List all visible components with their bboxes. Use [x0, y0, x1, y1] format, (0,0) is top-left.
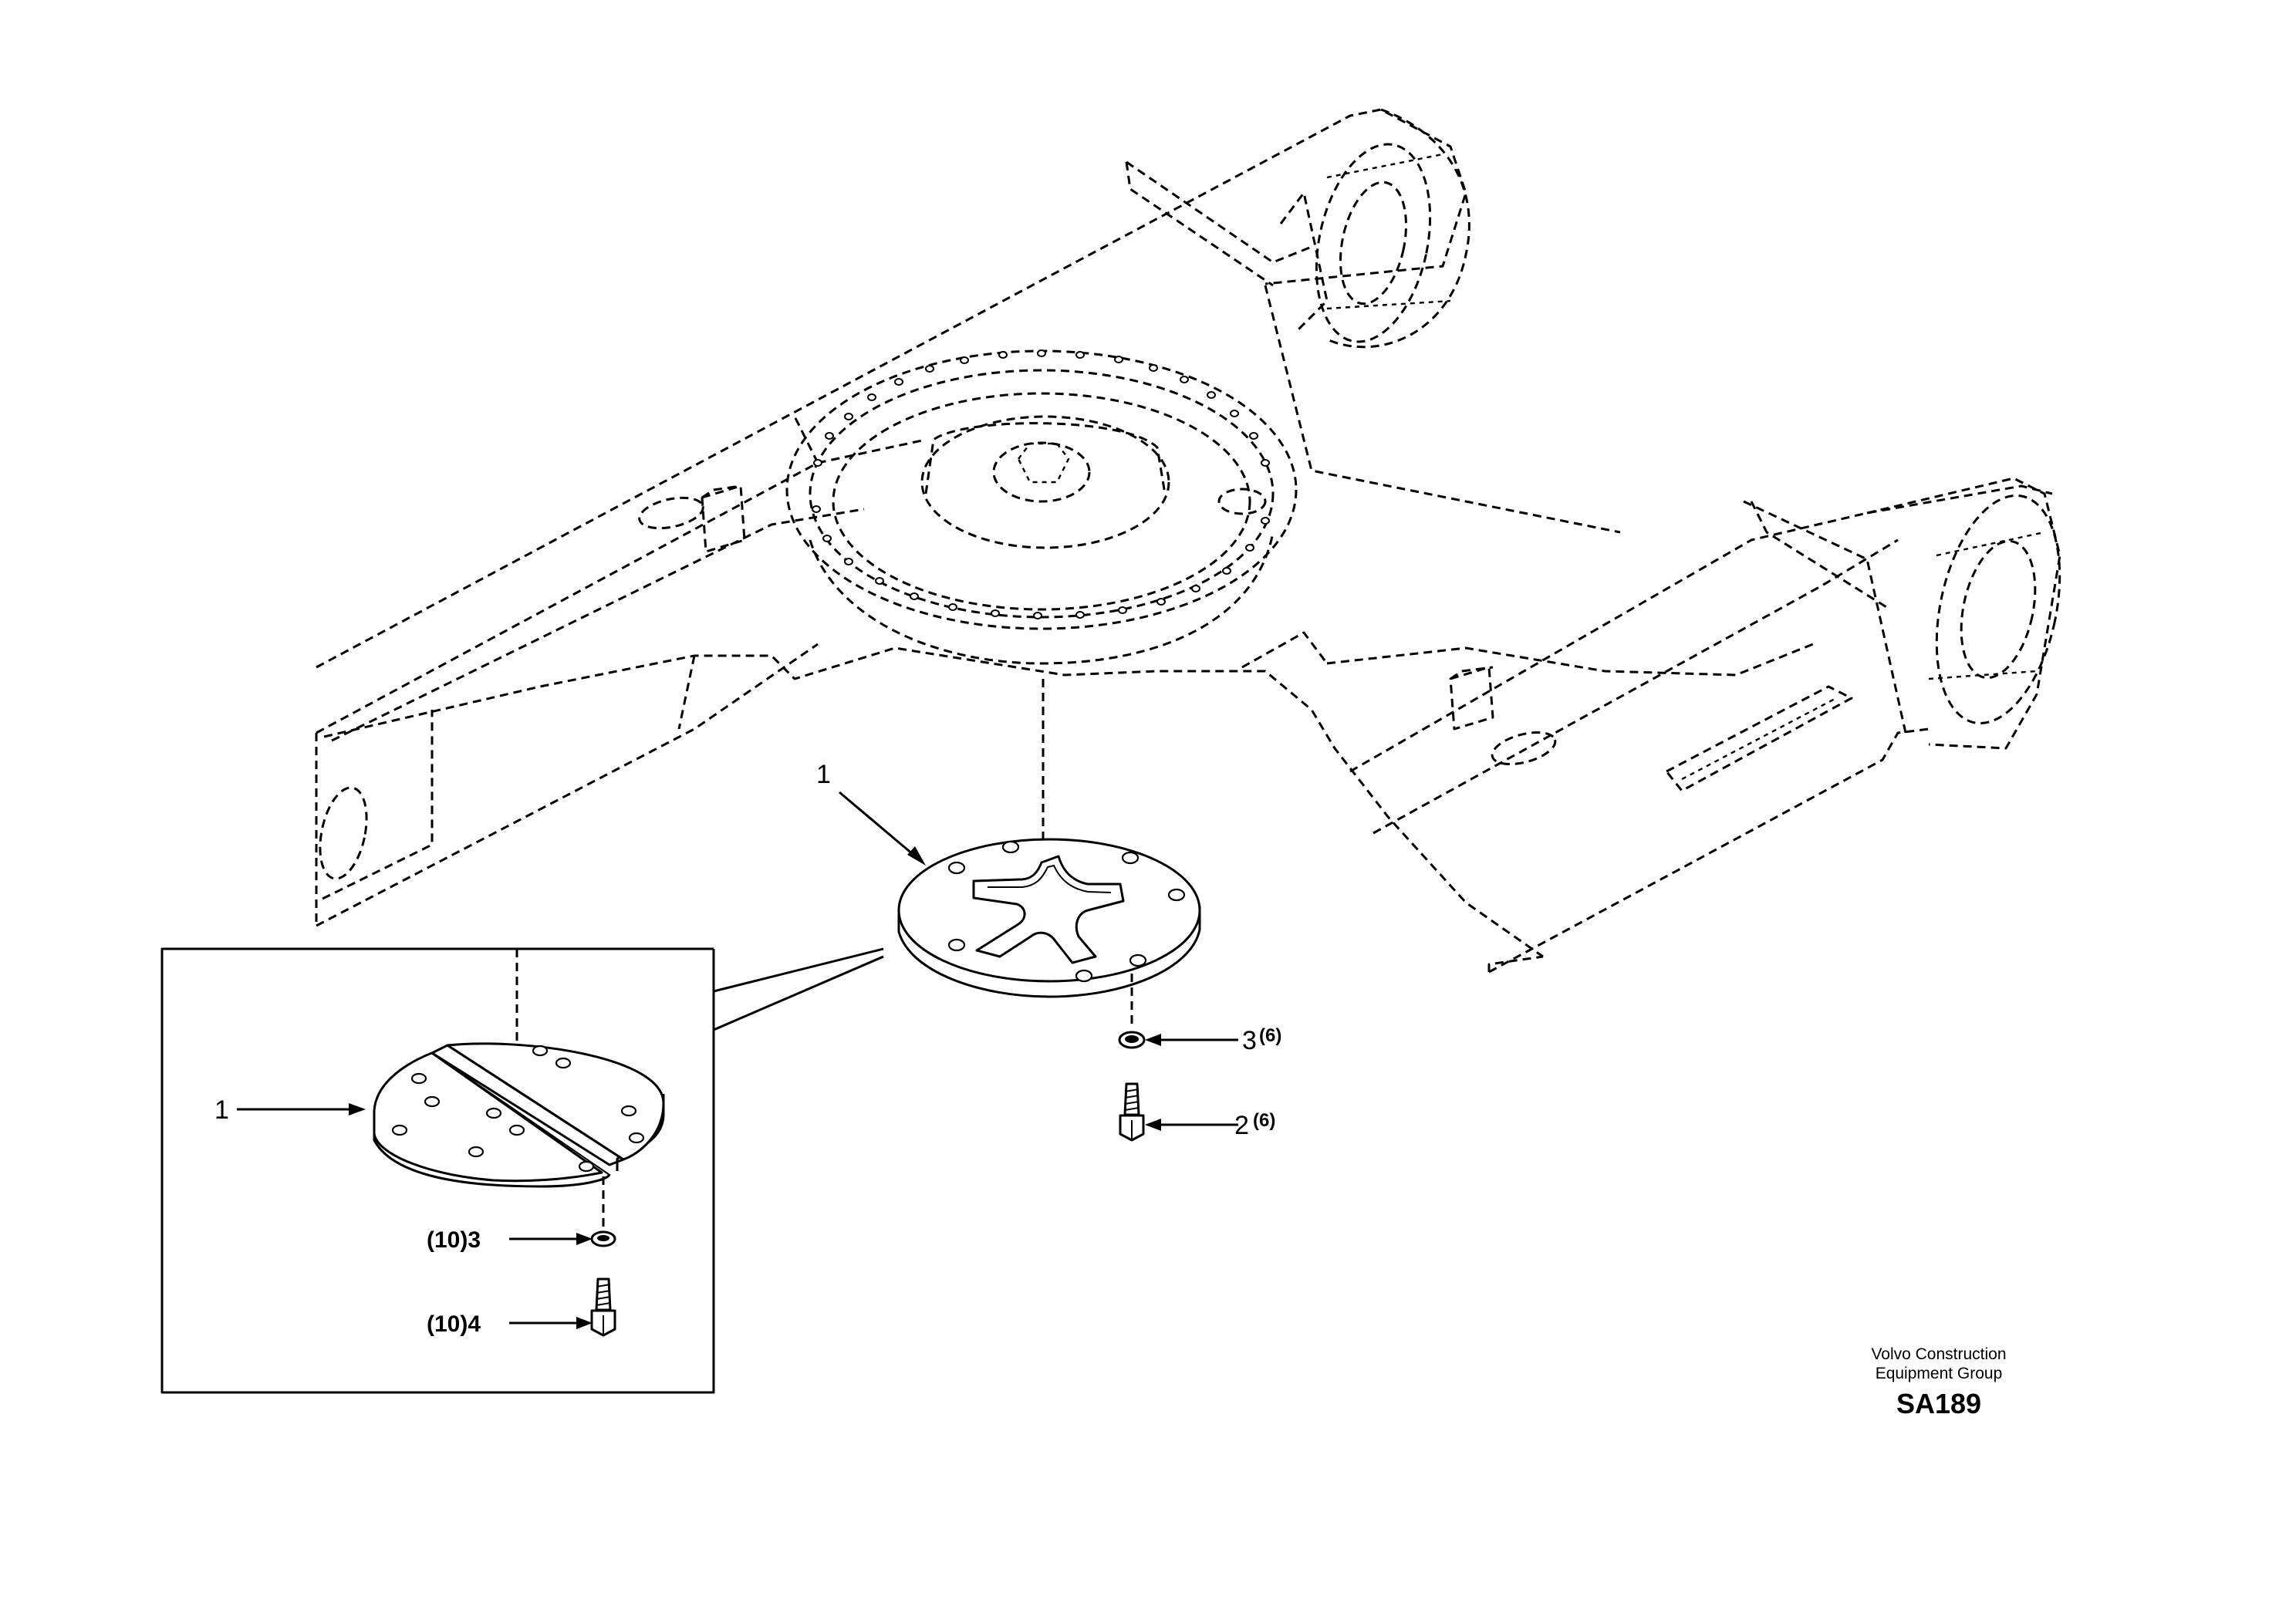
leader-lines	[839, 791, 1238, 1131]
plate-hole	[1167, 888, 1186, 902]
callout-washer: 3	[1242, 1026, 1257, 1055]
callout-bolt-qty: (6)	[1253, 1110, 1275, 1131]
company-name-line2: Equipment Group	[1876, 1365, 2003, 1382]
plate-hole	[1121, 851, 1140, 865]
undercarriage-frame	[315, 108, 2061, 974]
company-name-line1: Volvo Construction	[1871, 1345, 2006, 1363]
callout-inset-plate: 1	[214, 1095, 229, 1125]
bolt-part	[1119, 1082, 1145, 1142]
plate-hole	[1129, 953, 1147, 967]
callout-bolt: 2	[1234, 1111, 1249, 1140]
plate-hole	[947, 861, 966, 875]
figure-code: SA189	[1896, 1388, 1981, 1419]
plate-hole	[1001, 840, 1020, 854]
callout-inset-bolt: (10)4	[427, 1311, 481, 1337]
callout-main-plate: 1	[816, 760, 831, 789]
plate-hole	[1075, 969, 1093, 983]
detail-inset	[160, 947, 884, 1394]
callout-inset-washer: (10)3	[427, 1227, 481, 1253]
cover-plate	[897, 838, 1201, 1028]
plate-hole	[947, 938, 966, 952]
ring-bolt-holes	[812, 349, 1270, 619]
washer-part	[1118, 1031, 1146, 1049]
callout-washer-qty: (6)	[1259, 1025, 1281, 1046]
